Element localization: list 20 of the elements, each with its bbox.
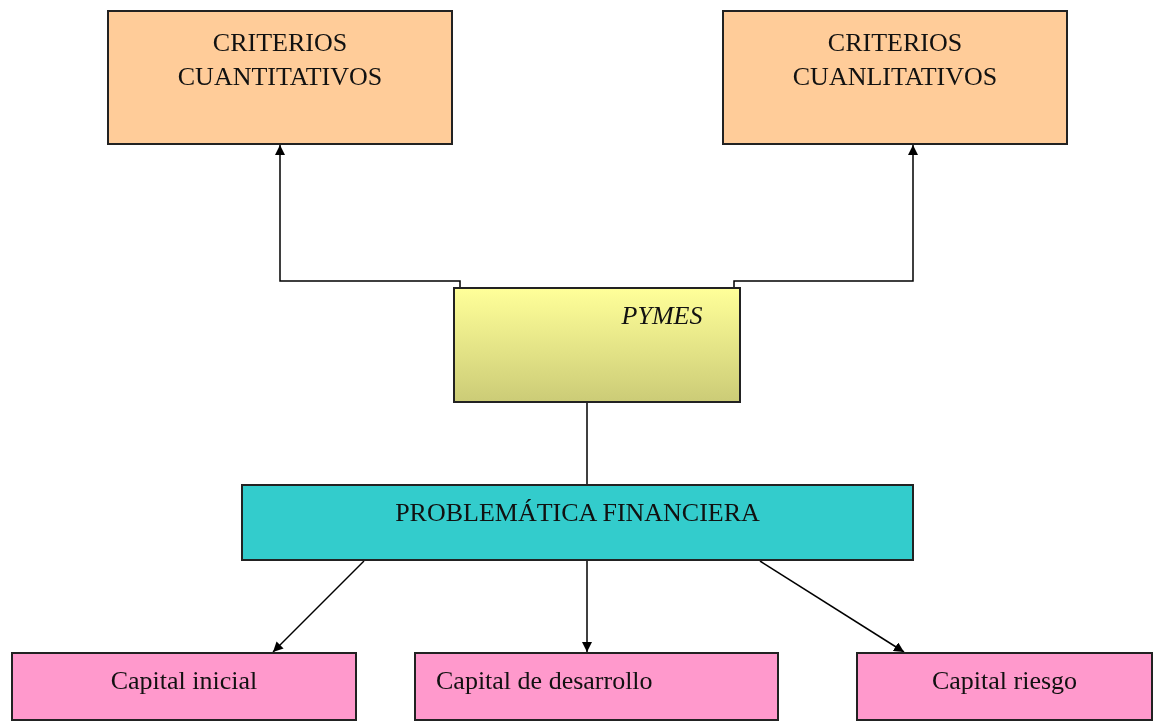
box-label: CRITERIOS CUANLITATIVOS [791,27,999,93]
problem-box [241,484,914,561]
box-label: PYMES [621,300,703,332]
arrow [272,560,365,653]
box-label: Capital inicial [110,665,258,697]
category-box [856,652,1153,721]
subject-box [453,287,741,403]
category-box [11,652,357,721]
criteria-box [722,10,1068,145]
arrow [733,144,918,288]
connector-line [586,402,588,485]
box-label: CRITERIOS CUANTITATIVOS [176,27,384,93]
arrow [759,560,905,653]
arrow [582,560,592,653]
box-label: PROBLEMÁTICA FINANCIERA [395,497,760,529]
criteria-box [107,10,453,145]
box-label: Capital riesgo [931,665,1078,697]
category-box [414,652,779,721]
box-label: Capital de desarrollo [436,665,653,697]
arrow [275,144,461,288]
